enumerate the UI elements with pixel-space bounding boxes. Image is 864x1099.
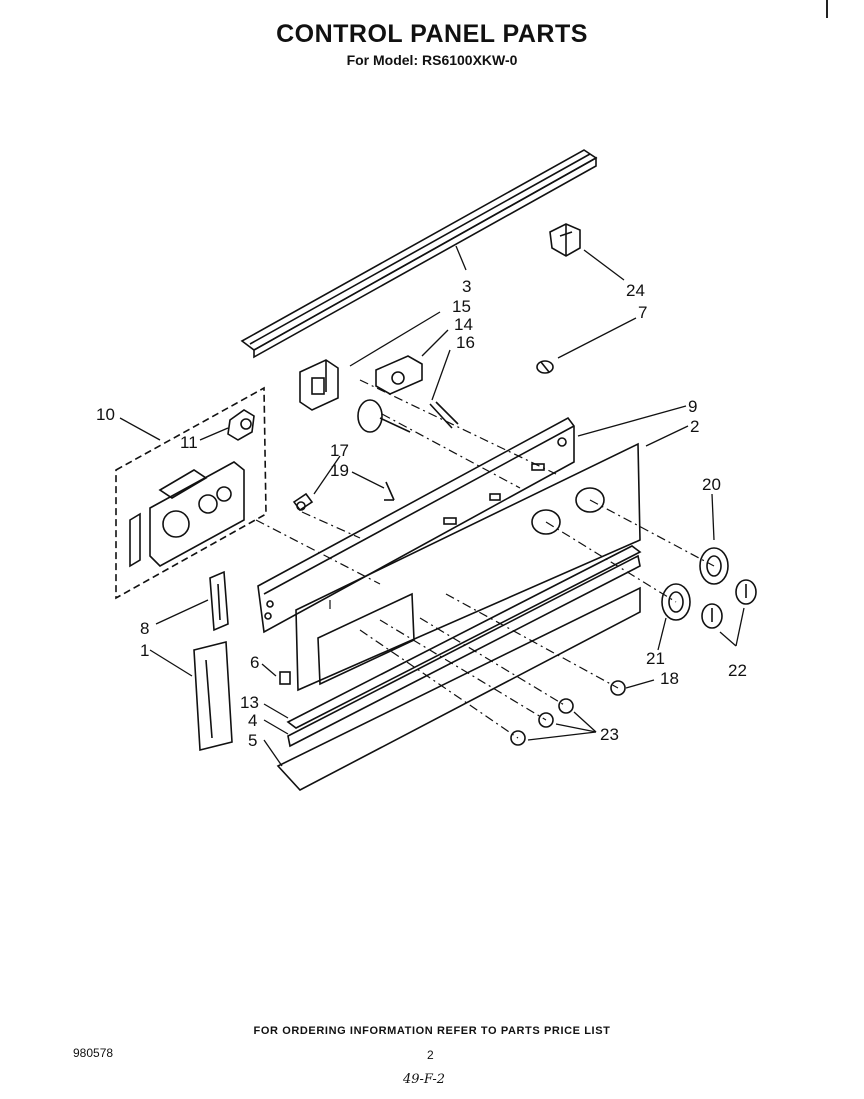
- document-number: 980578: [73, 1046, 114, 1060]
- callout-20: 20: [702, 475, 721, 494]
- page-title: CONTROL PANEL PARTS: [276, 20, 588, 48]
- part-switch-15: [299, 359, 339, 411]
- callout-22: 22: [728, 661, 747, 680]
- ordering-info-note: FOR ORDERING INFORMATION REFER TO PARTS …: [253, 1025, 611, 1037]
- part-knobs-22: [701, 579, 757, 629]
- callout-2: 2: [690, 417, 699, 436]
- callout-17: 17: [330, 441, 349, 460]
- part-switch-14: [375, 355, 423, 395]
- part-wire-16: [357, 399, 459, 433]
- part-bracket-8: [209, 570, 229, 632]
- part-clip-24: [549, 223, 581, 257]
- part-top-trim-rail: [240, 149, 598, 359]
- part-end-cap-1: [193, 640, 233, 752]
- callout-21: 21: [646, 649, 665, 668]
- part-nut-18: [610, 680, 626, 696]
- callout-3: 3: [462, 277, 471, 296]
- part-control-panel-9: [257, 416, 575, 634]
- callout-14: 14: [454, 315, 473, 334]
- callout-10: 10: [96, 405, 115, 424]
- callout-leaders: [119, 245, 745, 767]
- callout-7: 7: [638, 303, 647, 322]
- callout-9: 9: [688, 397, 697, 416]
- part-knob-11: [227, 409, 255, 441]
- part-bumper-7: [536, 360, 554, 374]
- page-edge-mark: [826, 0, 828, 18]
- part-clock-assembly-10: [115, 386, 267, 600]
- callout-5: 5: [248, 731, 257, 750]
- callout-1: 1: [140, 641, 149, 660]
- model-subtitle: For Model: RS6100XKW-0: [346, 52, 518, 68]
- callout-11: 11: [180, 433, 198, 452]
- page-number: 2: [427, 1048, 434, 1062]
- callout-23: 23: [600, 725, 619, 744]
- callout-labels: 3 15 14 16 24 7 10 11 9 2 17 19 20 8 1 6…: [96, 277, 747, 750]
- callout-24: 24: [626, 281, 645, 300]
- part-clip-17-19: [292, 481, 395, 512]
- callout-15: 15: [452, 297, 471, 316]
- handwritten-code: 49-F-2: [403, 1072, 446, 1087]
- callout-6: 6: [250, 653, 259, 672]
- callout-19: 19: [330, 461, 349, 480]
- callout-4: 4: [248, 711, 257, 730]
- alignment-lines: [255, 379, 715, 739]
- callout-16: 16: [456, 333, 475, 352]
- part-nuts-23: [510, 698, 574, 746]
- part-bottom-trim: [276, 545, 642, 791]
- part-bezel-20: [699, 547, 729, 585]
- part-bezel-21: [661, 583, 691, 621]
- part-cap-6: [279, 671, 291, 685]
- callout-18: 18: [660, 669, 679, 688]
- callout-13: 13: [240, 693, 259, 712]
- callout-8: 8: [140, 619, 149, 638]
